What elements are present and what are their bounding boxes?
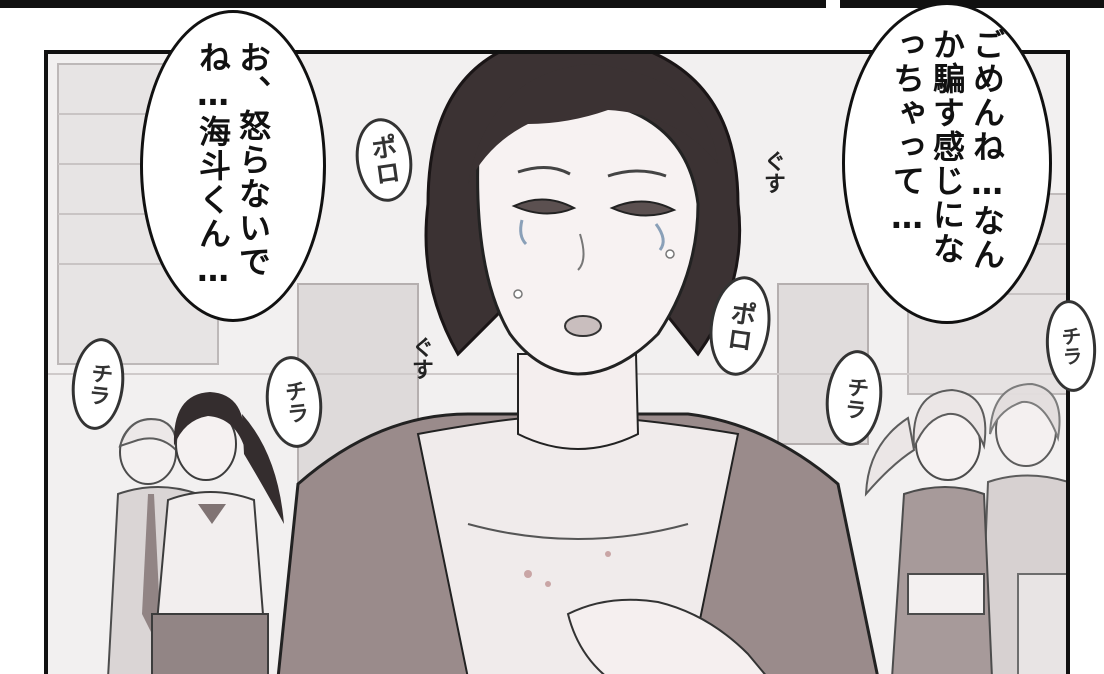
sfx-chira-right-text: チラ bbox=[839, 374, 870, 422]
sfx-poro-lower-text: ポロ bbox=[721, 298, 758, 354]
sfx-chira-left-text: チラ bbox=[279, 378, 310, 426]
sfx-gusu-lower: ぐす bbox=[408, 336, 433, 380]
speech-text-left: お、怒らないでね…海斗くん… bbox=[194, 41, 272, 291]
speech-text-right: ごめんね…なんか騙す感じになっちゃって… bbox=[888, 28, 1006, 272]
speech-bubble-left: お、怒らないでね…海斗くん… bbox=[140, 10, 326, 322]
main-character bbox=[276, 54, 879, 674]
speech-bubble-right: ごめんね…なんか騙す感じになっちゃって… bbox=[842, 2, 1052, 324]
upper-panel-border-right bbox=[840, 0, 1104, 8]
sfx-chira-far-left-text: チラ bbox=[83, 360, 114, 408]
sfx-gusu-upper: ぐす bbox=[760, 150, 785, 194]
sfx-chira-far-right-text: チラ bbox=[1057, 325, 1084, 367]
upper-panel-border-left bbox=[0, 0, 826, 8]
sfx-poro-upper-text: ポロ bbox=[365, 132, 402, 188]
background-women-right bbox=[864, 382, 1066, 674]
background-students-left bbox=[107, 392, 284, 674]
